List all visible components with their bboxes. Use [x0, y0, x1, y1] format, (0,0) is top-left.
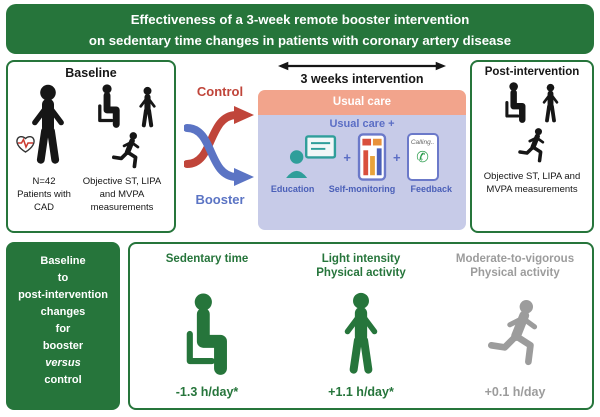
result-value: -1.3 h/day* [175, 385, 239, 399]
summary-line: post-intervention [18, 289, 108, 302]
title-line-1: Effectiveness of a 3-week remote booster… [130, 12, 470, 27]
result-header-line: Physical activity [316, 267, 406, 280]
sample-size: N=42 [32, 176, 56, 187]
post-intervention-panel: Post-intervention Objective ST, LIPA and… [470, 60, 594, 233]
baseline-captions: N=42 Patients with CAD Objective ST, LIP… [8, 171, 174, 214]
component-icons-row: + + Calling.. ✆ [258, 133, 466, 181]
patient-icon [15, 83, 74, 167]
sitting-person-icon [501, 81, 530, 124]
baseline-panel: Baseline N=42 Patients with CAD [6, 60, 176, 233]
title-banner: Effectiveness of a 3-week remote booster… [6, 4, 594, 54]
booster-arrowhead [234, 168, 254, 186]
result-icon-wrap [177, 282, 237, 385]
result-icon-wrap [473, 282, 557, 385]
summary-line: Baseline [40, 255, 86, 267]
result-header: Sedentary time [166, 252, 248, 282]
usual-care-plus-label: Usual care + [329, 118, 395, 130]
control-arrowhead [234, 106, 254, 124]
booster-arrow [184, 124, 240, 181]
usual-care-band: Usual care [258, 90, 466, 115]
plus-sign: + [393, 149, 401, 165]
duration-double-arrow-icon [278, 61, 446, 71]
standing-person-icon [134, 86, 161, 129]
running-person-icon [473, 298, 557, 370]
feedback-label: Feedback [410, 184, 453, 194]
activity-pictograms [93, 83, 161, 171]
result-header: Moderate-to-vigorous Physical activity [456, 252, 574, 282]
component-labels-row: Education Self-monitoring Feedback [258, 184, 466, 194]
result-mvpa: Moderate-to-vigorous Physical activity +… [438, 244, 592, 408]
result-icon-wrap [335, 282, 387, 385]
result-value: +1.1 h/day* [328, 385, 394, 399]
result-sedentary-time: Sedentary time -1.3 h/day* [130, 244, 284, 408]
summary-line: to [57, 272, 69, 285]
result-value: +0.1 h/day [484, 385, 546, 399]
summary-panel: Baseline to post-intervention changes fo… [6, 242, 120, 410]
summary-line: control [44, 374, 82, 387]
standing-person-icon [335, 291, 387, 377]
result-light-intensity: Light intensity Physical activity +1.1 h… [284, 244, 438, 408]
usual-care-plus-band: Usual care + + + [258, 115, 466, 230]
sample-size-caption: N=42 Patients with CAD [13, 176, 75, 214]
summary-line: booster [42, 340, 84, 353]
post-intervention-title: Post-intervention [484, 66, 580, 78]
post-measurements-label: Objective ST, LIPA and MVPA measurements [483, 171, 581, 195]
feedback-phone-icon: Calling.. ✆ [406, 133, 439, 181]
baseline-icons [8, 80, 174, 171]
calling-text: Calling.. [410, 139, 435, 146]
results-panel: Sedentary time -1.3 h/day* Light intensi… [128, 242, 594, 410]
summary-line: changes [40, 306, 86, 319]
intervention-title: 3 weeks intervention [300, 72, 424, 86]
education-icon [286, 135, 337, 179]
self-monitoring-label: Self-monitoring [328, 184, 396, 194]
intervention-panel: 3 weeks intervention Usual care Usual ca… [258, 60, 466, 233]
sit-stand-row [501, 81, 563, 124]
summary-line: for [55, 323, 71, 336]
result-header-line: Physical activity [470, 267, 560, 280]
result-header-line: Sedentary time [165, 253, 249, 265]
baseline-measurements-label: Objective ST, LIPA and MVPA measurements [82, 176, 162, 213]
control-arrow [184, 111, 240, 168]
population-label: Patients with CAD [17, 188, 71, 213]
plus-sign: + [343, 149, 351, 165]
crossing-arrows-icon [184, 106, 254, 186]
title-line-2: on sedentary time changes in patients wi… [88, 33, 512, 49]
phone-handset-icon: ✆ [416, 149, 429, 166]
sitting-person-icon [177, 291, 237, 377]
running-person-icon [510, 127, 555, 165]
booster-arm-label: Booster [195, 192, 245, 207]
result-header: Light intensity Physical activity [316, 252, 406, 282]
control-arm-label: Control [196, 84, 244, 99]
standing-person-icon [22, 83, 74, 167]
sit-stand-row [93, 83, 161, 129]
sitting-person-icon [93, 83, 125, 129]
result-header-line: Moderate-to-vigorous [455, 253, 575, 265]
summary-line: versus [45, 357, 81, 370]
self-monitoring-phone-icon [357, 133, 387, 181]
education-label: Education [270, 184, 315, 194]
heart-ecg-icon [15, 136, 35, 153]
post-activity-pictograms [472, 81, 592, 165]
result-header-line: Light intensity [321, 253, 401, 265]
baseline-title: Baseline [65, 66, 117, 80]
running-person-icon [103, 131, 151, 171]
standing-person-icon [538, 83, 563, 124]
